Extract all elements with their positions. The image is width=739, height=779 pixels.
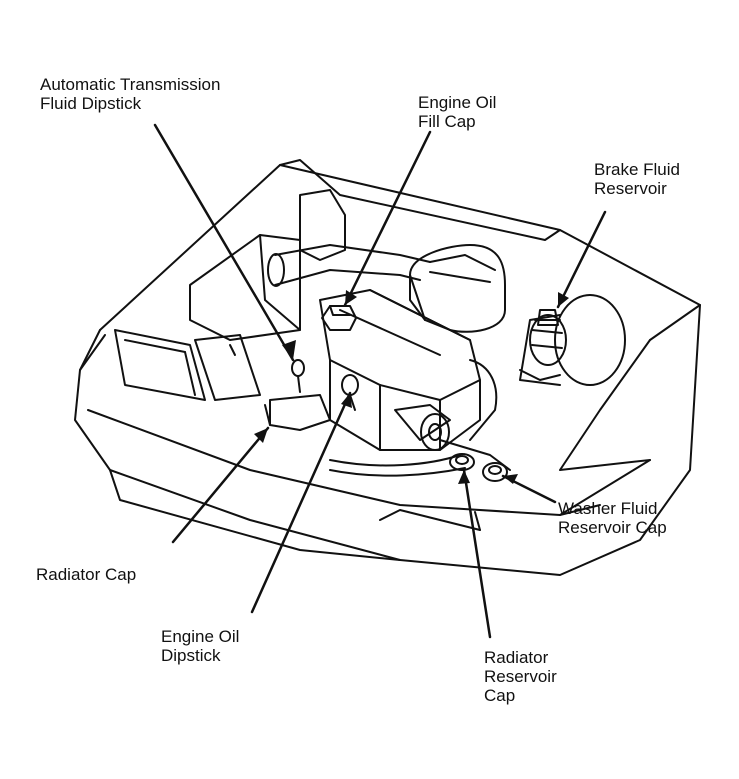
label-line: Engine Oil <box>418 93 497 112</box>
radiator-reservoir-cap-shape <box>449 453 475 471</box>
label-radiator-reservoir-cap: Radiator Reservoir Cap <box>484 648 557 705</box>
label-line: Cap <box>484 686 516 705</box>
label-line: Automatic Transmission <box>40 75 221 94</box>
washer-fluid-cap-shape <box>482 462 508 482</box>
label-line: Dipstick <box>161 646 221 665</box>
label-line: Reservoir <box>594 179 667 198</box>
label-brake-fluid-reservoir: Brake Fluid Reservoir <box>594 160 680 198</box>
label-line: Engine Oil <box>161 627 240 646</box>
intake-hose <box>267 244 431 287</box>
label-line: Reservoir Cap <box>558 518 667 537</box>
label-line: Reservoir <box>484 667 557 686</box>
engine-block <box>319 289 498 451</box>
label-line: Radiator Cap <box>36 565 137 584</box>
leader-lines <box>153 123 607 639</box>
label-engine-oil-dipstick: Engine Oil Dipstick <box>161 627 239 665</box>
oil-fill-cap-shape <box>321 305 357 331</box>
cowl-components <box>189 189 346 401</box>
label-line: Brake Fluid <box>594 160 680 179</box>
label-line: Fluid Dipstick <box>40 94 142 113</box>
label-line: Washer Fluid <box>558 499 658 518</box>
atf-dipstick-ring-shape <box>291 359 305 393</box>
car-body <box>74 159 701 576</box>
brake-booster <box>519 294 626 386</box>
label-oil-fill-cap: Engine Oil Fill Cap <box>418 93 496 131</box>
label-line: Fill Cap <box>418 112 476 131</box>
label-radiator-cap: Radiator Cap <box>36 565 136 584</box>
radiator <box>264 394 331 431</box>
label-line: Radiator <box>484 648 549 667</box>
label-washer-fluid-reservoir-cap: Washer Fluid Reservoir Cap <box>558 499 667 537</box>
arrowheads <box>254 290 569 484</box>
air-cleaner <box>409 244 506 333</box>
label-atf-dipstick: Automatic Transmission Fluid Dipstick <box>40 75 220 113</box>
